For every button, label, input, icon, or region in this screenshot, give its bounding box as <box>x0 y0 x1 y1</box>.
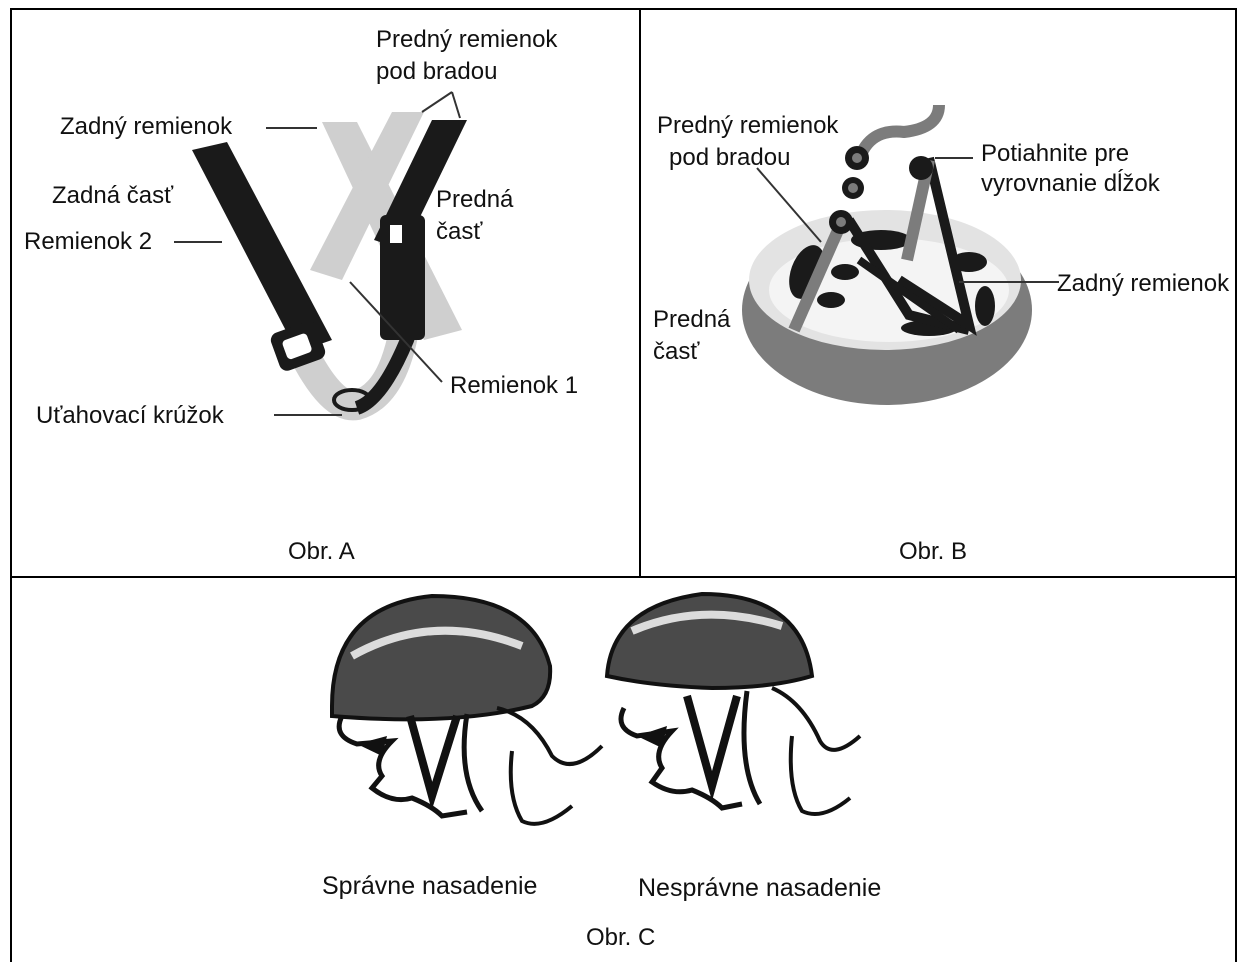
label-front-chin-strap-b-2: pod bradou <box>669 144 790 172</box>
figure-c-panel: Správne nasadenie Nesprávne nasadenie Ob… <box>10 576 1237 962</box>
incorrect-fit-illustration <box>607 594 860 814</box>
strap-v-correct <box>410 716 457 796</box>
label-front-part-b-1: Predná <box>653 306 730 334</box>
label-front-part-a-1: Predná <box>436 186 513 214</box>
label-rear-part-a: Zadná časť <box>52 182 173 210</box>
caption-figure-b: Obr. B <box>899 538 967 566</box>
label-strap-1: Remienok 1 <box>450 372 578 400</box>
buckle <box>909 156 933 180</box>
rear-strap-dark <box>192 142 332 352</box>
label-pull-2: vyrovnanie dĺžok <box>981 170 1160 198</box>
figure-a-panel: Predný remienok pod bradou Zadný remieno… <box>10 8 641 578</box>
label-strap-2: Remienok 2 <box>24 228 152 256</box>
label-pull-1: Potiahnite pre <box>981 140 1129 168</box>
helmet-incorrect <box>607 594 812 688</box>
label-front-chin-strap-b-1: Predný remienok <box>657 112 838 140</box>
pad <box>975 286 995 326</box>
figure-b-panel: Predný remienok pod bradou Potiahnite pr… <box>639 8 1237 578</box>
pad <box>817 292 845 308</box>
caption-figure-c: Obr. C <box>586 924 655 952</box>
label-tightening-ring: Uťahovací krúžok <box>36 402 224 430</box>
caption-figure-a: Obr. A <box>288 538 355 566</box>
label-front-part-a-2: časť <box>436 218 482 246</box>
label-incorrect-fit: Nesprávne nasadenie <box>638 874 881 902</box>
label-rear-strap-a: Zadný remienok <box>60 113 232 141</box>
helmet-correct <box>332 596 550 719</box>
label-correct-fit: Správne nasadenie <box>322 872 537 900</box>
helmet-fit-diagram <box>12 576 1239 962</box>
label-front-chin-strap-a-2: pod bradou <box>376 58 497 86</box>
correct-fit-illustration <box>332 596 602 824</box>
pad <box>831 264 859 280</box>
label-rear-strap-b: Zadný remienok <box>1057 270 1229 298</box>
strap-diagram-a <box>12 10 643 580</box>
strap-v-incorrect <box>687 696 737 786</box>
label-front-chin-strap-a-1: Predný remienok <box>376 26 557 54</box>
label-front-part-b-2: časť <box>653 338 699 366</box>
grey-strap-top <box>859 105 939 160</box>
